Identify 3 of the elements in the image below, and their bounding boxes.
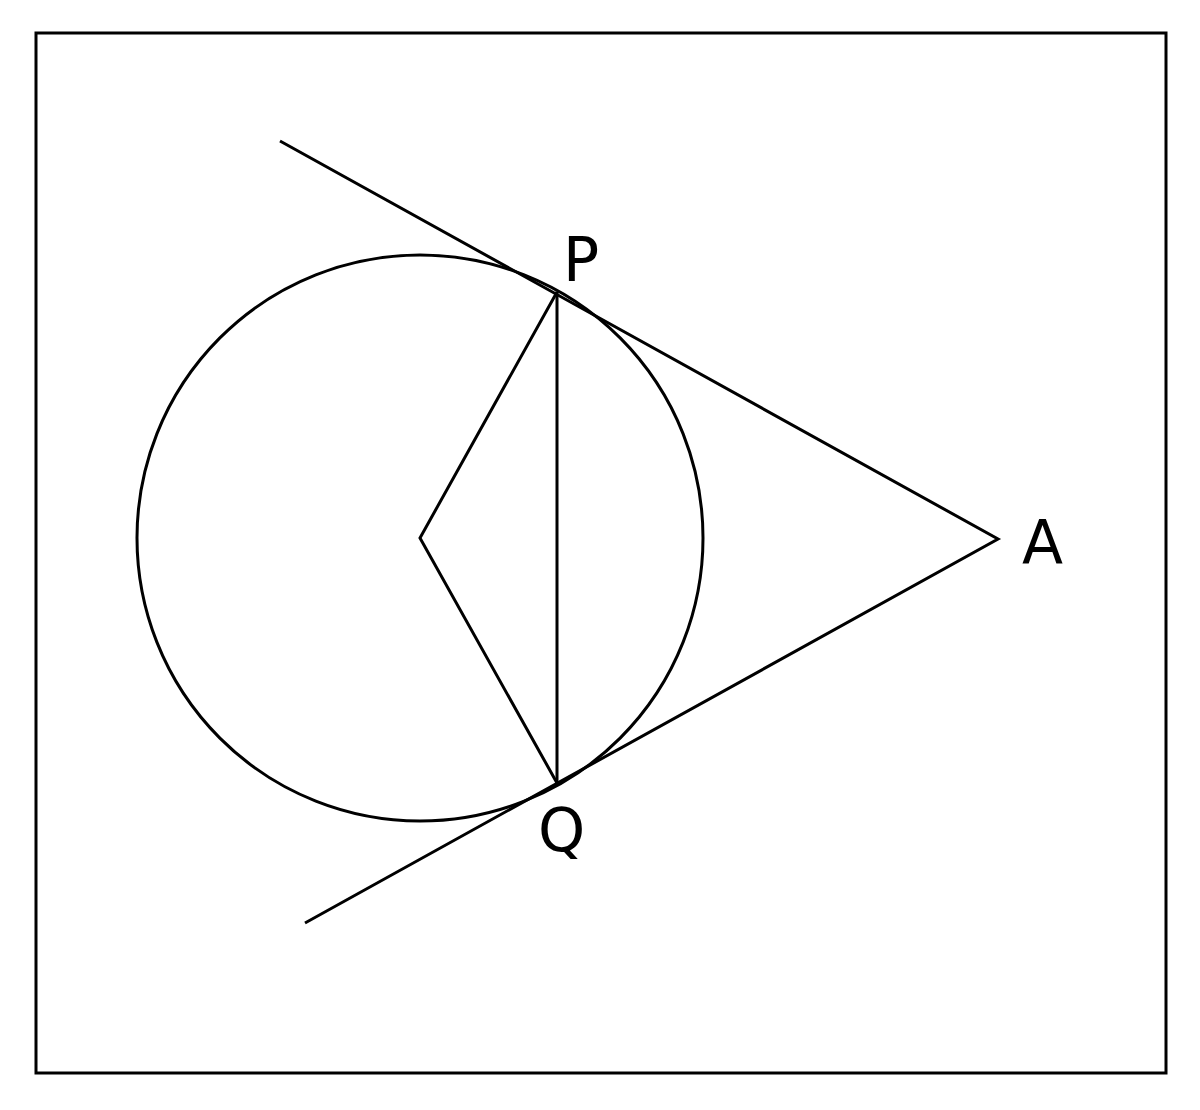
point-label: Q — [538, 800, 586, 860]
point-label: P — [563, 230, 600, 290]
point-label: A — [1022, 512, 1064, 572]
